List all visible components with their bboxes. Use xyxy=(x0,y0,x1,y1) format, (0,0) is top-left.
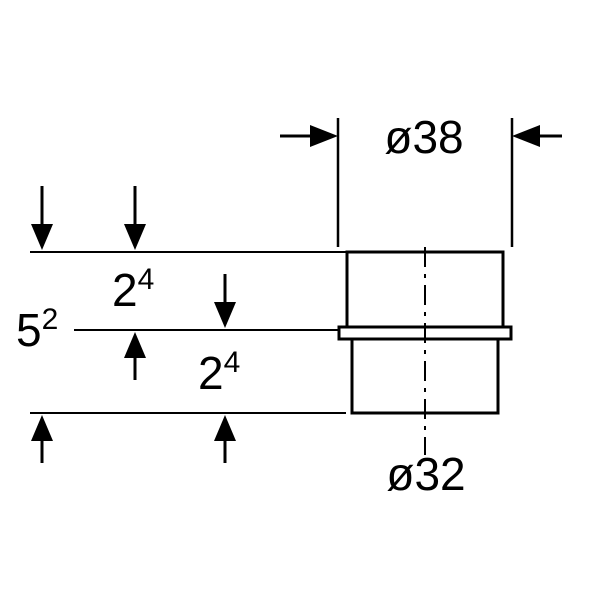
lower-24-up-arrow-icon xyxy=(214,415,236,441)
upper-24-up-arrow-icon xyxy=(124,332,146,358)
lower-24-label: 24 xyxy=(198,346,240,399)
lower-24-superscript: 4 xyxy=(224,346,241,379)
height-52-base: 5 xyxy=(16,304,42,356)
upper-24-base: 2 xyxy=(112,264,138,316)
dim-38-right-arrow-icon xyxy=(512,125,540,147)
vertical-dimension-arrows xyxy=(31,186,236,463)
lower-24-base: 2 xyxy=(198,347,224,399)
height-52-label: 52 xyxy=(16,303,58,356)
height-52-down-arrow-icon xyxy=(31,224,53,250)
dimension-labels: 52 24 24 ø32 xyxy=(16,263,466,500)
reference-lines xyxy=(30,251,346,414)
upper-24-superscript: 4 xyxy=(138,263,155,296)
height-52-superscript: 2 xyxy=(42,303,59,336)
lower-24-down-arrow-icon xyxy=(214,302,236,328)
upper-24-down-arrow-icon xyxy=(124,224,146,250)
height-52-up-arrow-icon xyxy=(31,415,53,441)
dim-top-diameter: ø38 xyxy=(280,111,562,247)
dim-38-left-arrow-icon xyxy=(310,125,338,147)
diameter-32-label: ø32 xyxy=(386,448,465,500)
diameter-38-label: ø38 xyxy=(384,111,463,163)
fitting-body xyxy=(337,247,513,455)
upper-24-label: 24 xyxy=(112,263,154,316)
